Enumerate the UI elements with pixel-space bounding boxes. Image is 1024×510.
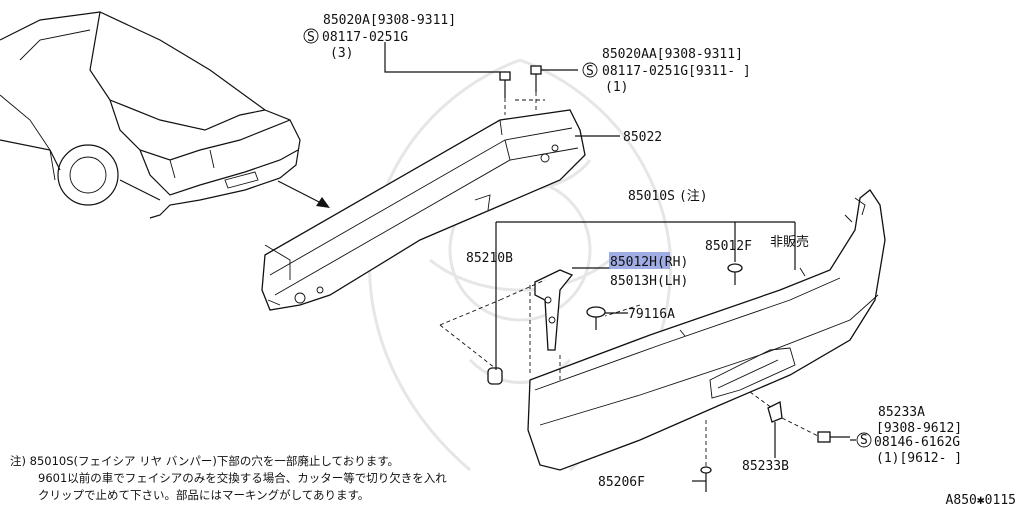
car-outline xyxy=(0,11,301,219)
label-08146-6162G: 08146-6162G xyxy=(874,435,960,450)
label-85012H: 85012H(RH) xyxy=(610,255,688,270)
qty-85020AA: (1) xyxy=(605,80,628,95)
diagram-code: A850✱0115 xyxy=(946,493,1016,508)
label-08117-0251G-a: 08117-0251G xyxy=(322,30,408,45)
footnote-line-1: 注) 85010S(フェイシア リヤ バンパー)下部の穴を一部廃止しております。 xyxy=(10,454,399,468)
footnote-line-2: 9601以前の車でフェイシアのみを交換する場合、カッター等で切り欠きを入れ xyxy=(38,471,447,485)
highlight-box-85012H xyxy=(609,252,670,269)
clip-85012F xyxy=(727,263,743,285)
label-not-for-sale: 非販売 xyxy=(770,234,809,250)
label-85210B: 85210B xyxy=(466,251,513,266)
qty-85020A: (3) xyxy=(330,46,353,61)
s-symbol-85233A: S xyxy=(860,433,868,448)
label-85022: 85022 xyxy=(623,130,662,145)
clip-85206F xyxy=(700,466,712,492)
label-85020A: 85020A[9308-9311] xyxy=(323,13,456,28)
label-85020AA: 85020AA[9308-9311] xyxy=(602,47,743,62)
bumper-rubber-85210B xyxy=(487,367,503,385)
rear-bumper-fascia-85010S xyxy=(527,189,886,471)
bolt-85233A xyxy=(817,431,850,443)
clip-79116A xyxy=(586,306,606,330)
s-symbol-85020AA: S xyxy=(586,64,594,79)
bumper-reinforcement-85022 xyxy=(261,109,586,311)
label-79116A: 79116A xyxy=(628,307,675,322)
label-85012F: 85012F xyxy=(705,239,752,254)
label-08117-0251G-b: 08117-0251G[9311- ] xyxy=(602,64,751,79)
direction-arrow xyxy=(277,180,330,208)
bolt-85020A xyxy=(499,71,511,98)
s-symbol-85020A: S xyxy=(307,30,315,45)
side-bracket-85012H xyxy=(534,269,574,351)
leader-85010S xyxy=(495,221,796,370)
label-85206F: 85206F xyxy=(598,475,645,490)
range-85233A: [9308-9612] xyxy=(876,421,962,436)
qty-85233A: (1)[9612- ] xyxy=(876,451,962,466)
bracket-85233B xyxy=(767,401,783,423)
label-85233B: 85233B xyxy=(742,459,789,474)
label-85010S: 85010S(注) xyxy=(628,189,708,204)
bolt-85020AA xyxy=(530,65,542,92)
label-85013H: 85013H(LH) xyxy=(610,274,688,289)
label-85233A: 85233A xyxy=(878,405,925,420)
footnote-line-3: クリップで止めて下さい。部品にはマーキングがしてあります。 xyxy=(38,488,369,502)
leader-85020A xyxy=(384,42,500,73)
